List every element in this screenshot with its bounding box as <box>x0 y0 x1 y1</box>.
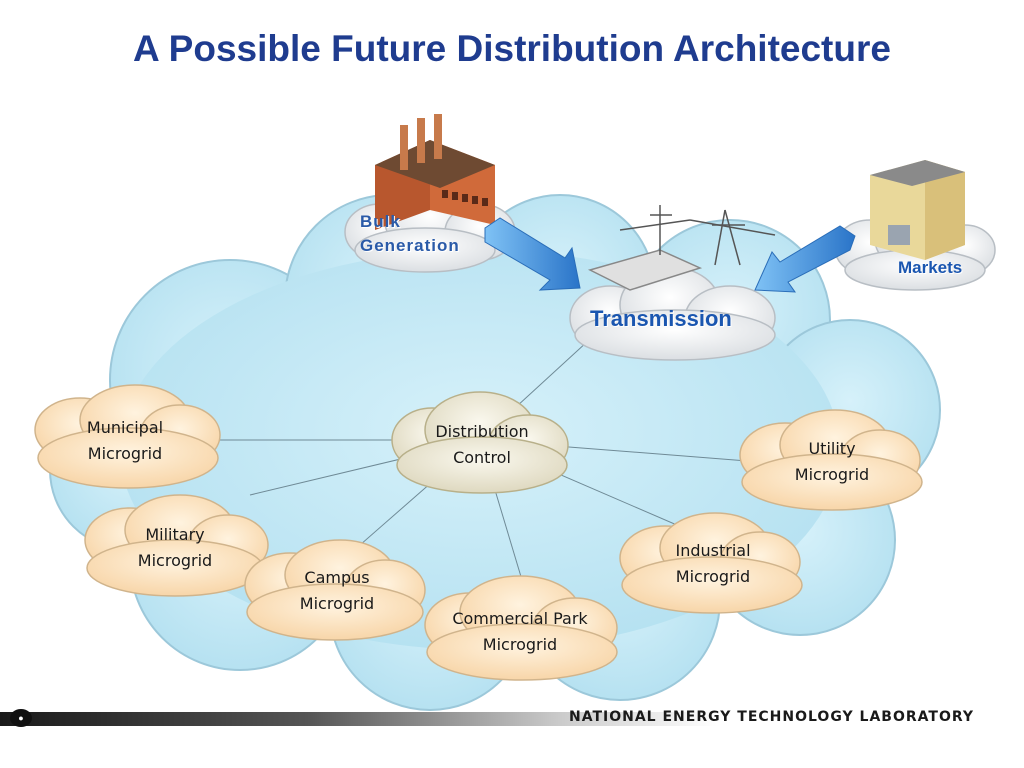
municipal-microgrid-cloud <box>34 384 221 489</box>
transmission-label: Transmission <box>590 306 732 331</box>
campus-microgrid-label: Campus Microgrid <box>299 568 375 613</box>
distribution-control-cloud <box>391 391 569 494</box>
industrial-microgrid-label: Industrial Microgrid <box>675 541 751 586</box>
market-building-icon <box>870 160 965 260</box>
footer-bar <box>0 712 1024 726</box>
bulk-generation-label: Bulk Generation <box>360 212 460 255</box>
distribution-control-label: Distribution Control <box>435 422 529 467</box>
commercial-park-microgrid-cloud <box>424 575 618 681</box>
arrow-bulk-to-transmission <box>484 217 581 291</box>
campus-microgrid-cloud <box>244 539 426 641</box>
footer-org-name: NATIONAL ENERGY TECHNOLOGY LABORATORY <box>569 709 974 725</box>
military-microgrid-label: Military Microgrid <box>137 525 213 570</box>
markets-label: Markets <box>898 258 963 277</box>
utility-microgrid-cloud <box>739 409 923 511</box>
commercial-park-microgrid-label: Commercial Park Microgrid <box>452 609 588 654</box>
municipal-microgrid-label: Municipal Microgrid <box>86 418 164 463</box>
substation-icon <box>587 205 776 291</box>
industrial-microgrid-cloud <box>619 512 803 614</box>
netl-logo-icon: ● <box>10 709 32 727</box>
military-microgrid-cloud <box>84 494 269 597</box>
factory-icon <box>375 114 495 230</box>
arrow-markets-to-transmission <box>754 225 856 293</box>
page-title: A Possible Future Distribution Architect… <box>133 28 891 69</box>
utility-microgrid-label: Utility Microgrid <box>794 439 870 484</box>
